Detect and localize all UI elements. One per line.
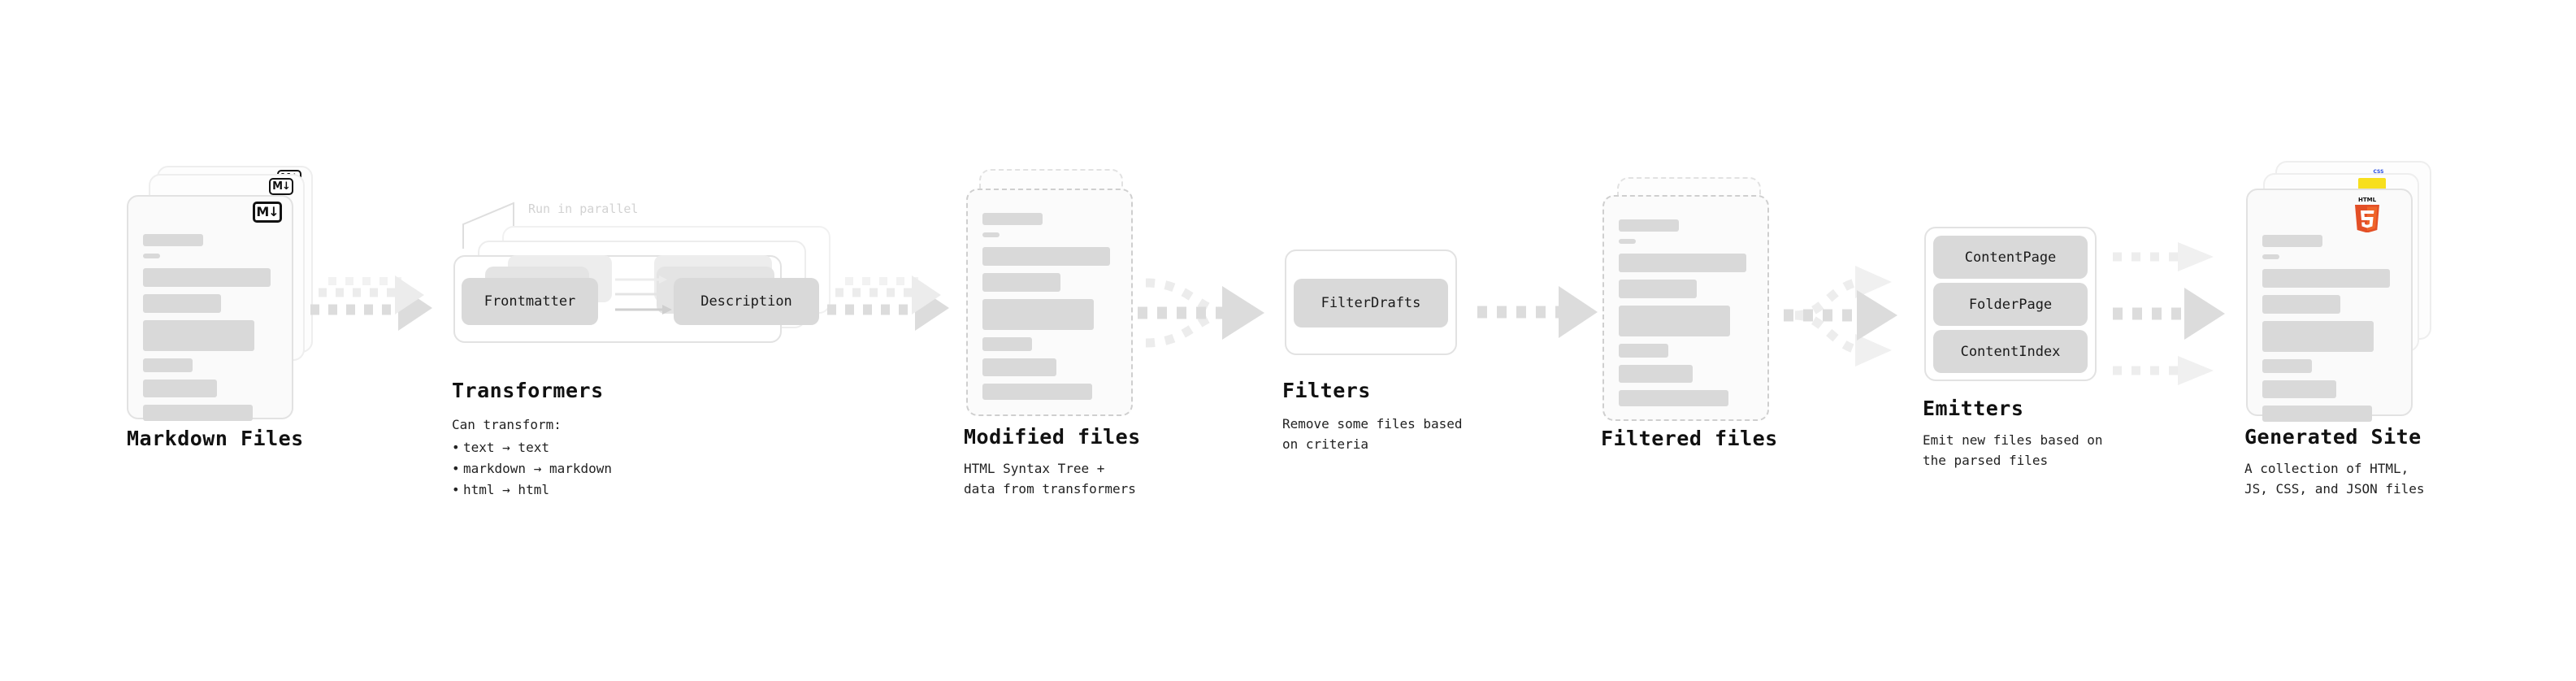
arrow-filtered-to-emitters [1784, 266, 1897, 367]
transformers-bullet-item: markdown → markdown [452, 458, 612, 479]
transformers-bullets: Can transform: text → text markdown → ma… [452, 414, 612, 501]
emitter-chip-contentindex[interactable]: ContentIndex [1933, 330, 2088, 373]
site-card-front [2246, 189, 2413, 422]
modified-skeleton [982, 213, 1117, 407]
arrow-transformers-to-modified [827, 275, 949, 331]
stage-title-generated-site: Generated Site [2244, 425, 2422, 449]
transformers-bullet-item: text → text [452, 437, 612, 458]
html5-icon: HTML [2351, 195, 2383, 233]
filtered-skeleton [1619, 219, 1753, 414]
filtered-card-front [1602, 195, 1769, 421]
stage-title-filters: Filters [1282, 379, 1371, 402]
site-skeleton [2262, 235, 2396, 429]
stage-title-filtered-files: Filtered files [1601, 427, 1778, 450]
modified-card-front [966, 189, 1133, 416]
markdown-skeleton [143, 234, 277, 428]
stage-title-modified-files: Modified files [964, 425, 1141, 449]
run-in-parallel-bracket [462, 202, 514, 249]
filter-chip-filterdrafts[interactable]: FilterDrafts [1294, 279, 1448, 327]
run-in-parallel-note: Run in parallel [528, 202, 639, 216]
stage-title-transformers: Transformers [452, 379, 604, 402]
transformer-chip-frontmatter[interactable]: Frontmatter [462, 278, 598, 325]
transformer-chip-description[interactable]: Description [674, 278, 819, 325]
markdown-icon-back-1: M↓ [269, 178, 293, 195]
stage-title-emitters: Emitters [1923, 397, 2024, 420]
arrow-modified-to-filters [1138, 278, 1264, 348]
stage-subtitle-emitters: Emit new files based on the parsed files [1923, 432, 2103, 468]
stage-subtitle-filters: Remove some files based on criteria [1282, 416, 1463, 452]
svg-text:HTML: HTML [2358, 197, 2377, 203]
stage-subtitle-generated-site: A collection of HTML, JS, CSS, and JSON … [2244, 461, 2425, 497]
transformers-bullet-item: html → html [452, 479, 612, 501]
emitter-chip-contentpage[interactable]: ContentPage [1933, 236, 2088, 279]
svg-text:CSS: CSS [2374, 169, 2384, 175]
stage-subtitle-modified-files: HTML Syntax Tree + data from transformer… [964, 461, 1136, 497]
arrow-markdown-to-transformers [310, 275, 432, 331]
markdown-icon: M↓ [253, 202, 282, 223]
stage-title-markdown-files: Markdown Files [127, 427, 304, 450]
arrow-emitters-to-site [2113, 242, 2225, 385]
html5-icon-svg: HTML [2355, 197, 2379, 233]
emitter-chip-folderpage[interactable]: FolderPage [1933, 283, 2088, 326]
arrow-filters-to-filtered [1477, 286, 1598, 338]
transformers-bullets-header: Can transform: [452, 417, 562, 432]
markdown-card-front [127, 195, 293, 421]
transformer-inner-arrows [615, 275, 672, 314]
